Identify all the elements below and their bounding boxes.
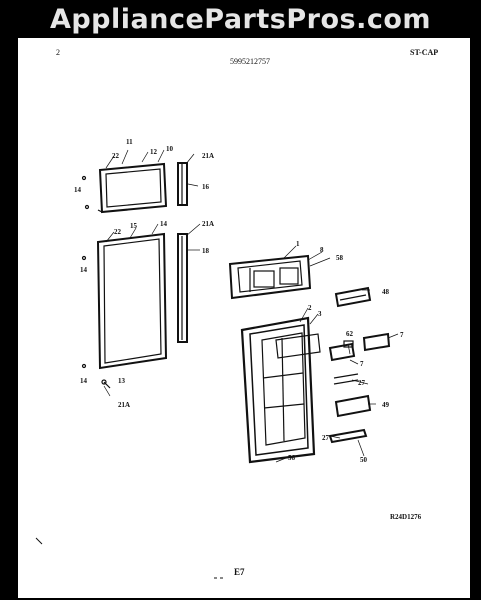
scan-specks (35, 537, 223, 579)
callout-21a-lower: 21A (202, 220, 214, 228)
callout-27a: 27 (358, 379, 366, 387)
door-bin-49 (334, 394, 372, 418)
part-27-rail (333, 373, 359, 385)
leader-lines (103, 149, 399, 463)
callout-18: 18 (202, 247, 210, 255)
door-rail-50 (328, 428, 368, 444)
callout-14d: 14 (80, 377, 88, 385)
callout-14c: 14 (80, 266, 88, 274)
lower-gasket-strip (177, 233, 188, 343)
watermark: AppliancePartsPros.com (49, 4, 432, 35)
door-bin-7a (362, 332, 391, 352)
callout-48: 48 (382, 288, 390, 296)
upper-door-panel (97, 162, 168, 214)
callout-49: 49 (382, 401, 390, 409)
callout-22b: 22 (114, 228, 122, 236)
callout-10: 10 (166, 145, 174, 153)
callout-62: 62 (346, 330, 354, 338)
callout-3: 3 (318, 310, 322, 318)
page-number: 2 (56, 48, 60, 57)
callout-16: 16 (202, 183, 210, 191)
callout-58: 58 (336, 254, 344, 262)
callout-56: 56 (288, 454, 296, 462)
callout-21a-bottom: 21A (118, 401, 130, 409)
callout-1: 1 (296, 240, 300, 248)
callout-11: 11 (126, 138, 133, 146)
callout-8: 8 (320, 246, 324, 254)
callout-14a: 14 (74, 186, 82, 194)
callout-14b: 14 (160, 220, 168, 228)
lower-door-panel (96, 232, 168, 370)
callout-labels: 11 22 12 10 14 21A 16 22 15 14 14 14 13 … (74, 138, 404, 464)
callout-22a: 22 (112, 152, 120, 160)
callout-15: 15 (130, 222, 138, 230)
screws (81, 175, 111, 389)
page-code: E7 (234, 567, 245, 577)
upper-gasket-strip (177, 162, 188, 206)
callout-12: 12 (150, 148, 158, 156)
callout-7b: 7 (360, 360, 364, 368)
callout-50: 50 (360, 456, 368, 464)
callout-27b: 27 (322, 434, 330, 442)
section-code: ST-CAP (410, 48, 439, 57)
diagram-id: R24D1276 (390, 513, 422, 521)
callout-2: 2 (308, 304, 312, 312)
callout-7a: 7 (400, 331, 404, 339)
callout-13: 13 (118, 377, 126, 385)
callout-21a-upper: 21A (202, 152, 214, 160)
freezer-shelf-assembly (228, 254, 312, 300)
door-bin-7b (328, 342, 356, 362)
exploded-parts-diagram: 11 22 12 10 14 21A 16 22 15 14 14 14 13 … (35, 138, 422, 579)
part-number: 5995212757 (230, 57, 270, 66)
parts-diagram-sheet: 2 5995212757 ST-CAP (18, 38, 470, 598)
door-bin-48 (334, 286, 372, 308)
inner-door-liner (240, 316, 321, 464)
